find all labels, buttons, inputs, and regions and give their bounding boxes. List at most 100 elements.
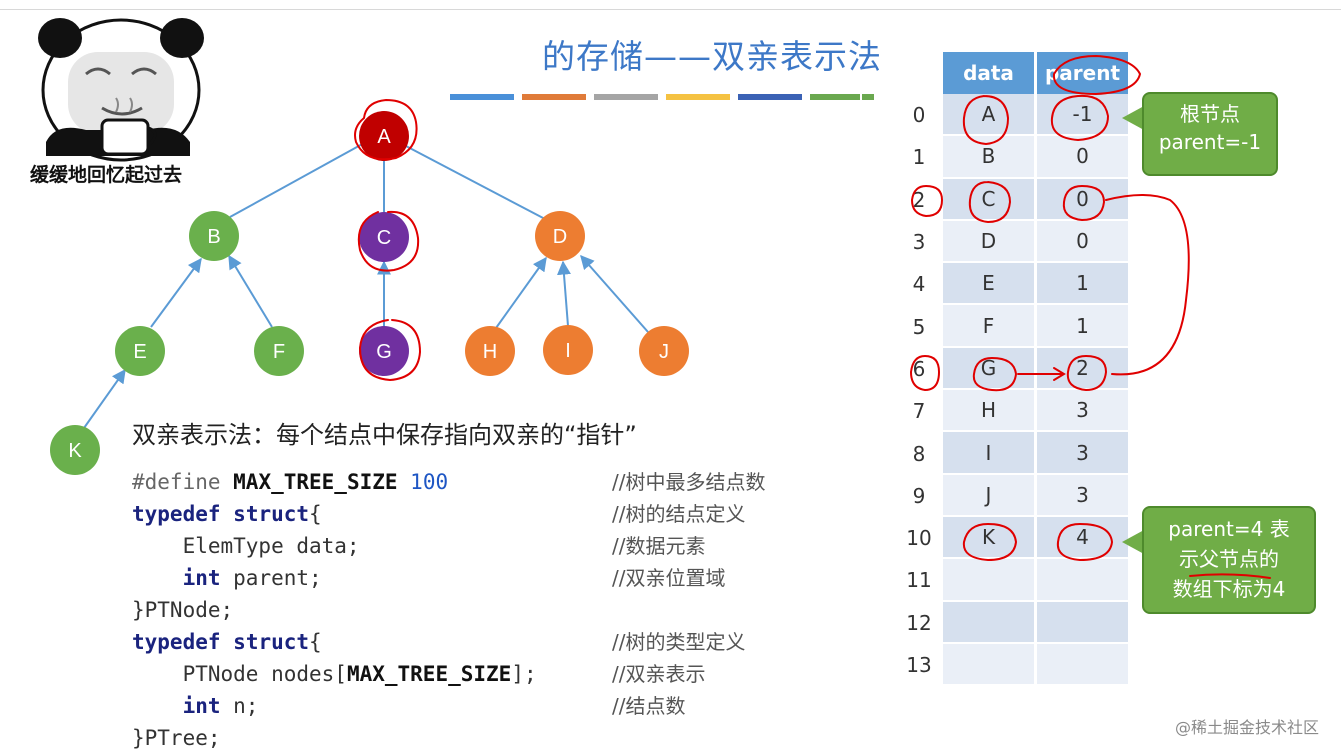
code-comment: //双亲表示 <box>612 662 706 686</box>
table-header: data parent <box>943 52 1131 94</box>
accent-bar <box>450 94 514 100</box>
row-index: 3 <box>912 230 926 255</box>
table-row <box>943 643 1131 686</box>
tree-node-k <box>50 425 100 475</box>
tree-node-label: C <box>377 227 391 249</box>
code-comment: //树中最多结点数 <box>612 470 766 494</box>
table-row <box>943 601 1131 644</box>
code-token <box>132 694 183 718</box>
index-column: 0 1 2 3 4 5 6 7 8 9 10 11 12 13 <box>900 94 938 686</box>
code-comment: //树的类型定义 <box>612 630 746 654</box>
tree-edge <box>228 254 273 328</box>
row-index: 5 <box>912 314 926 339</box>
row-index: 11 <box>906 568 932 593</box>
cell-parent: 0 <box>1037 136 1128 177</box>
callout-pointer <box>1122 106 1144 130</box>
tree-node-label: F <box>273 341 285 363</box>
header-parent: parent <box>1037 52 1128 94</box>
code-token <box>132 566 183 590</box>
cell-data <box>943 601 1034 642</box>
tree-node-i <box>543 325 593 375</box>
tree-node-j <box>639 326 689 376</box>
callout-pointer <box>1122 530 1144 554</box>
cell-parent: 4 <box>1037 516 1128 558</box>
callout-line: 数组下标为4 <box>1172 577 1286 601</box>
accent-bar <box>862 94 874 100</box>
code-token <box>221 502 234 526</box>
top-divider <box>0 9 1341 10</box>
code-token: struct <box>233 502 310 526</box>
cell-data: B <box>943 136 1034 177</box>
code-comment: //结点数 <box>612 694 686 718</box>
accent-bar <box>594 94 658 100</box>
code-line: #define MAX_TREE_SIZE 100//树中最多结点数 <box>132 466 765 498</box>
node-k-callout: parent=4 表 示父节点的 数组下标为4 <box>1142 506 1316 614</box>
tree-node-d <box>535 211 585 261</box>
cell-parent <box>1037 643 1128 685</box>
cell-parent <box>1037 559 1128 600</box>
cell-data: K <box>943 516 1034 558</box>
accent-bar <box>666 94 730 100</box>
code-token: { <box>309 502 322 526</box>
row-index: 0 <box>912 103 926 128</box>
code-block: #define MAX_TREE_SIZE 100//树中最多结点数 typed… <box>132 466 765 754</box>
cell-data: A <box>943 94 1034 135</box>
code-token: ]; <box>511 662 537 686</box>
accent-bar <box>738 94 802 100</box>
tree-node-label: A <box>377 126 391 148</box>
code-line: typedef struct{ //树的结点定义 <box>132 498 745 530</box>
tree-edge <box>495 256 547 329</box>
code-token: n; <box>220 694 259 718</box>
code-token: 100 <box>397 470 449 494</box>
code-token <box>221 630 234 654</box>
slide-title: 的存储——双亲表示法 <box>542 37 882 76</box>
code-comment: //树的结点定义 <box>612 502 746 526</box>
code-token: }PTNode; <box>132 598 234 622</box>
cell-parent: 0 <box>1037 220 1128 262</box>
cell-data: E <box>943 263 1034 304</box>
tree-edge <box>229 141 367 218</box>
tree-node-label: H <box>483 341 497 363</box>
code-token: int <box>182 566 221 590</box>
code-token: typedef <box>132 502 221 526</box>
cell-parent: 1 <box>1037 263 1128 304</box>
code-token: int <box>182 694 221 718</box>
tree-edge <box>403 144 546 220</box>
code-line: ElemType data;//数据元素 <box>132 530 706 562</box>
cell-parent: 2 <box>1037 347 1128 389</box>
callout-line: 示父节点的 <box>1179 547 1279 571</box>
code-line: int parent;//双亲位置域 <box>132 562 726 594</box>
tree-node-f <box>254 326 304 376</box>
tree-node-label: G <box>376 341 392 363</box>
code-line: }PTNode; <box>132 594 537 626</box>
code-line: PTNode nodes[MAX_TREE_SIZE];//双亲表示 <box>132 658 706 690</box>
cell-parent: 3 <box>1037 390 1128 431</box>
code-line: int n; //结点数 <box>132 690 686 722</box>
row-index: 12 <box>906 610 932 635</box>
code-token: MAX_TREE_SIZE <box>233 470 398 494</box>
cell-parent <box>1037 601 1128 642</box>
cell-data: I <box>943 432 1034 473</box>
cell-parent: 3 <box>1037 432 1128 473</box>
code-token: }PTree; <box>132 726 221 750</box>
row-index: 7 <box>912 399 926 424</box>
code-line: }PTree; <box>132 722 537 754</box>
callout-line: 根节点 <box>1180 102 1240 126</box>
tree-node-label: E <box>133 341 146 363</box>
tree-node-h <box>465 326 515 376</box>
row-index: 4 <box>912 272 926 297</box>
row-index: 2 <box>912 187 926 212</box>
code-comment: //双亲位置域 <box>612 566 726 590</box>
code-token: { <box>309 630 322 654</box>
cell-parent: 0 <box>1037 178 1128 219</box>
code-token: typedef <box>132 630 221 654</box>
description-text: 双亲表示法：每个结点中保存指向双亲的“指针” <box>132 421 637 449</box>
